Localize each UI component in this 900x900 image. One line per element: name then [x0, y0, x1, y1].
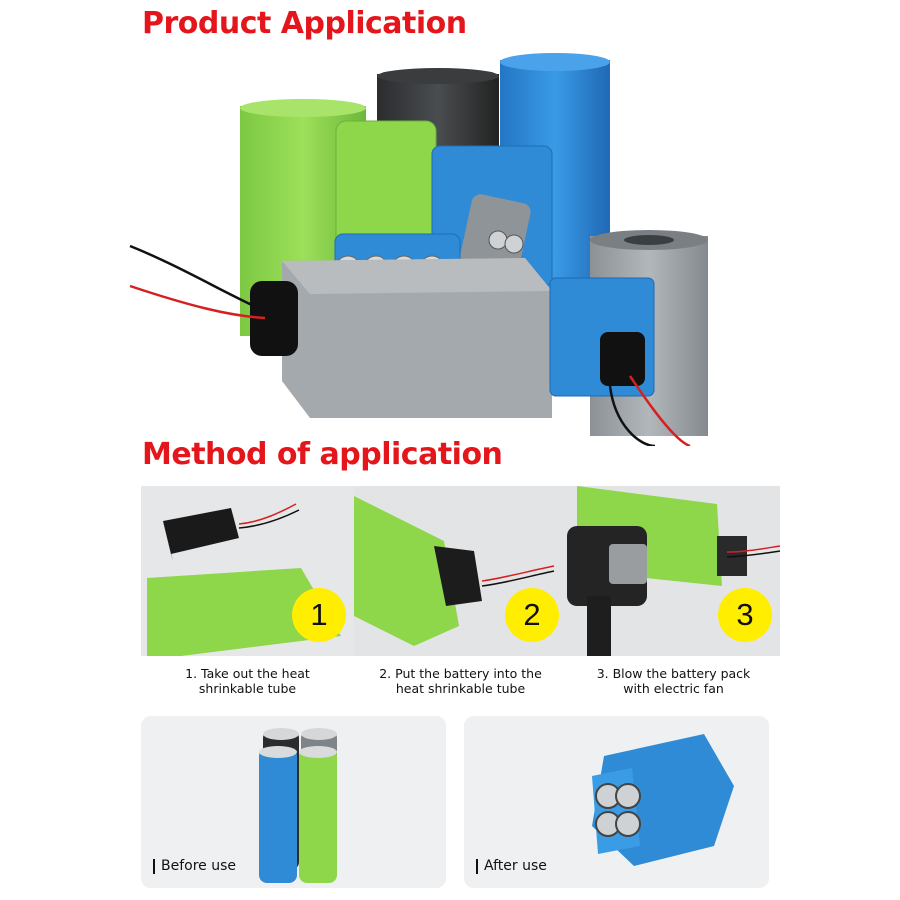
- step-1-caption-line-2: shrinkable tube: [198, 681, 297, 696]
- step-2-caption-line-2: heat shrinkable tube: [395, 681, 526, 696]
- step-1-caption-line-1: 1. Take out the heat: [185, 666, 310, 681]
- step-1-caption: 1. Take out the heat shrinkable tube: [141, 666, 354, 696]
- step-2-image: 2: [354, 486, 567, 656]
- product-application-image: [0, 46, 900, 446]
- before-use-panel: Before use: [141, 716, 446, 888]
- step-1-image: 1: [141, 486, 354, 656]
- step-2-caption: 2. Put the battery into the heat shrinka…: [354, 666, 567, 696]
- step-3-image: 3: [567, 486, 780, 656]
- step-3-caption-line-2: with electric fan: [623, 681, 724, 696]
- method-of-application-heading: Method of application: [142, 437, 503, 472]
- step-3-caption: 3. Blow the battery pack with electric f…: [567, 666, 780, 696]
- step-2-badge: 2: [505, 588, 559, 642]
- before-use-label: Before use: [153, 859, 236, 874]
- step-3-badge: 3: [718, 588, 772, 642]
- step-2-caption-line-1: 2. Put the battery into the: [379, 666, 542, 681]
- product-application-heading: Product Application: [142, 6, 467, 41]
- step-3-caption-line-1: 3. Blow the battery pack: [596, 666, 751, 681]
- step-1-badge: 1: [292, 588, 346, 642]
- after-use-label: After use: [476, 859, 547, 874]
- after-use-panel: After use: [464, 716, 769, 888]
